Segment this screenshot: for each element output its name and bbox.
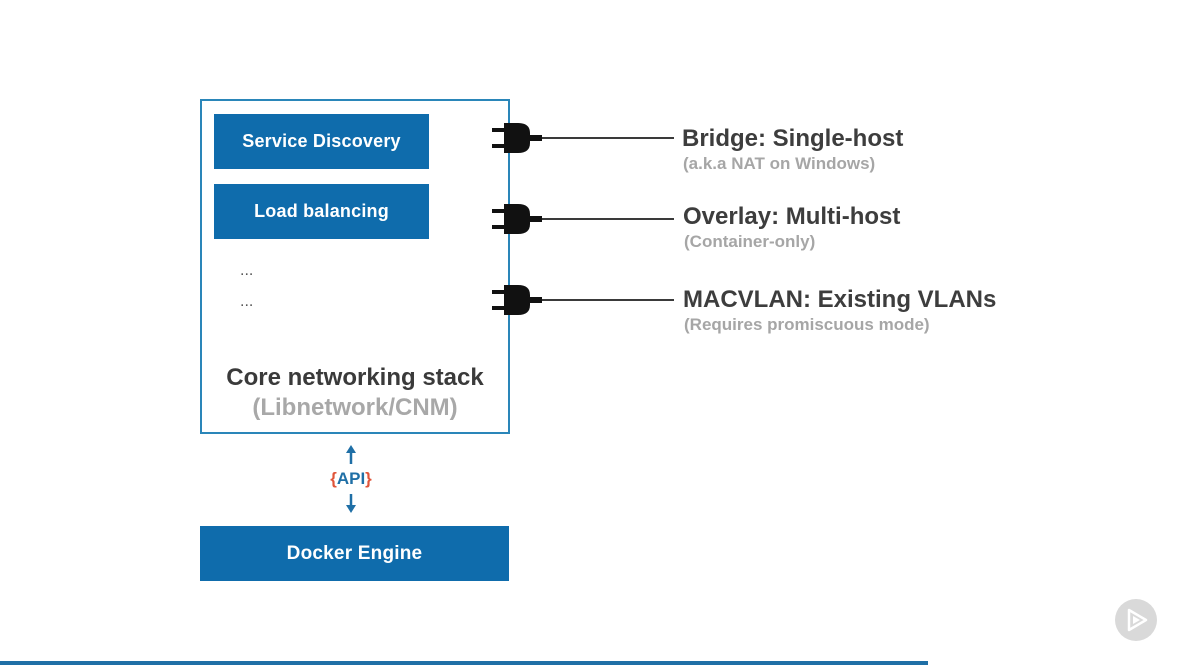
- service-discovery-box: Service Discovery: [214, 114, 429, 169]
- overlay-driver-title: Overlay: Multi-host: [683, 203, 901, 230]
- api-close-brace: }: [365, 469, 372, 488]
- load-balancing-label: Load balancing: [254, 201, 389, 221]
- docker-engine-label: Docker Engine: [286, 542, 423, 564]
- bridge-driver-title: Bridge: Single-host: [682, 125, 904, 152]
- play-button[interactable]: [1115, 599, 1157, 641]
- ellipsis-1: ...: [240, 262, 254, 279]
- video-progress-bar[interactable]: [0, 661, 928, 665]
- macvlan-driver-note: (Requires promiscuous mode): [684, 315, 930, 334]
- api-text: API: [336, 469, 366, 488]
- play-icon: [1127, 608, 1148, 632]
- load-balancing-box: Load balancing: [214, 184, 429, 239]
- core-networking-stack-box: [200, 99, 510, 434]
- overlay-driver-note: (Container-only): [684, 232, 816, 251]
- api-arrows: [346, 445, 356, 513]
- plug-icon: [492, 204, 542, 234]
- docker-engine-box: Docker Engine: [200, 526, 509, 581]
- plug-icon: [492, 285, 542, 315]
- arrow-down-icon: [346, 494, 356, 513]
- macvlan-driver-title: MACVLAN: Existing VLANs: [683, 286, 997, 313]
- stack-subtitle: (Libnetwork/CNM): [252, 394, 458, 421]
- bridge-driver-note: (a.k.a NAT on Windows): [683, 154, 876, 173]
- arrow-up-icon: [346, 445, 356, 464]
- api-open-brace: {: [330, 469, 337, 488]
- api-label: {API}: [322, 469, 380, 489]
- service-discovery-label: Service Discovery: [242, 131, 401, 151]
- ellipsis-2: ...: [240, 293, 254, 310]
- stack-title: Core networking stack: [226, 364, 484, 391]
- plug-icon: [492, 123, 542, 153]
- driver-connectors: [492, 123, 674, 315]
